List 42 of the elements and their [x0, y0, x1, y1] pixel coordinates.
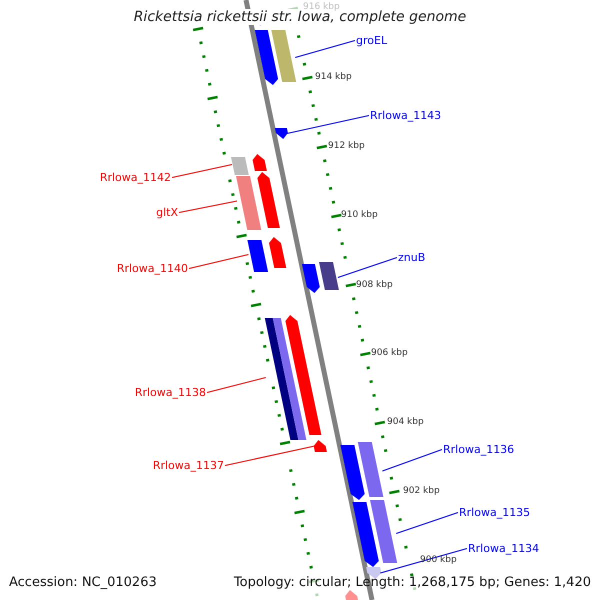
gene-marker	[236, 172, 280, 230]
scale-label: 916 kbp	[303, 3, 340, 12]
gene-label: Rrlowa_1142	[100, 172, 171, 183]
gene-label: Rrlowa_1143	[370, 110, 442, 121]
scale-label: 904 kbp	[387, 418, 424, 427]
gene-label: Rrlowa_1137	[152, 460, 224, 471]
gene-marker	[340, 442, 384, 500]
footer-note: Topology: circular; Length: 1,268,175 bp; Genes: 1,420	[234, 576, 591, 589]
leader-line	[188, 254, 249, 269]
gene-label: groEL	[356, 35, 388, 46]
leader-line	[337, 257, 398, 278]
scale-label: 902 kbp	[403, 487, 440, 496]
gene-label: Rrlowa_1136	[443, 444, 514, 455]
gene-marker	[314, 440, 327, 452]
scale-label: 906 kbp	[371, 349, 408, 358]
leader-line	[286, 115, 370, 134]
gene-label: Rrlowa_1135	[459, 507, 530, 518]
gene-label: znuB	[398, 252, 426, 263]
leader-line	[172, 164, 232, 178]
gene-marker	[302, 262, 339, 293]
gene-marker	[352, 500, 398, 567]
scale-label: 914 kbp	[315, 73, 352, 82]
leader-line	[206, 377, 266, 393]
footer-note: Accession: NC_010263	[9, 576, 157, 589]
gene-marker	[247, 237, 286, 272]
leader-line	[380, 548, 468, 574]
leader-line	[396, 512, 458, 534]
leader-line	[178, 200, 238, 213]
gene-marker	[264, 315, 322, 440]
leader-line	[382, 449, 442, 472]
gene-label: Rrlowa_1140	[116, 263, 188, 274]
gene-marker	[254, 30, 296, 85]
scale-label: 910 kbp	[341, 211, 378, 220]
scale-label: 908 kbp	[356, 281, 393, 290]
scale-label: 912 kbp	[328, 142, 365, 151]
gene-label: gltX	[156, 207, 178, 218]
gene-label: Rrlowa_1138	[134, 387, 206, 398]
gene-marker	[231, 154, 267, 175]
gene-marker	[274, 128, 288, 139]
gene-label: Rrlowa_1134	[468, 543, 540, 554]
leader-line	[294, 40, 356, 58]
leader-line	[224, 446, 316, 466]
